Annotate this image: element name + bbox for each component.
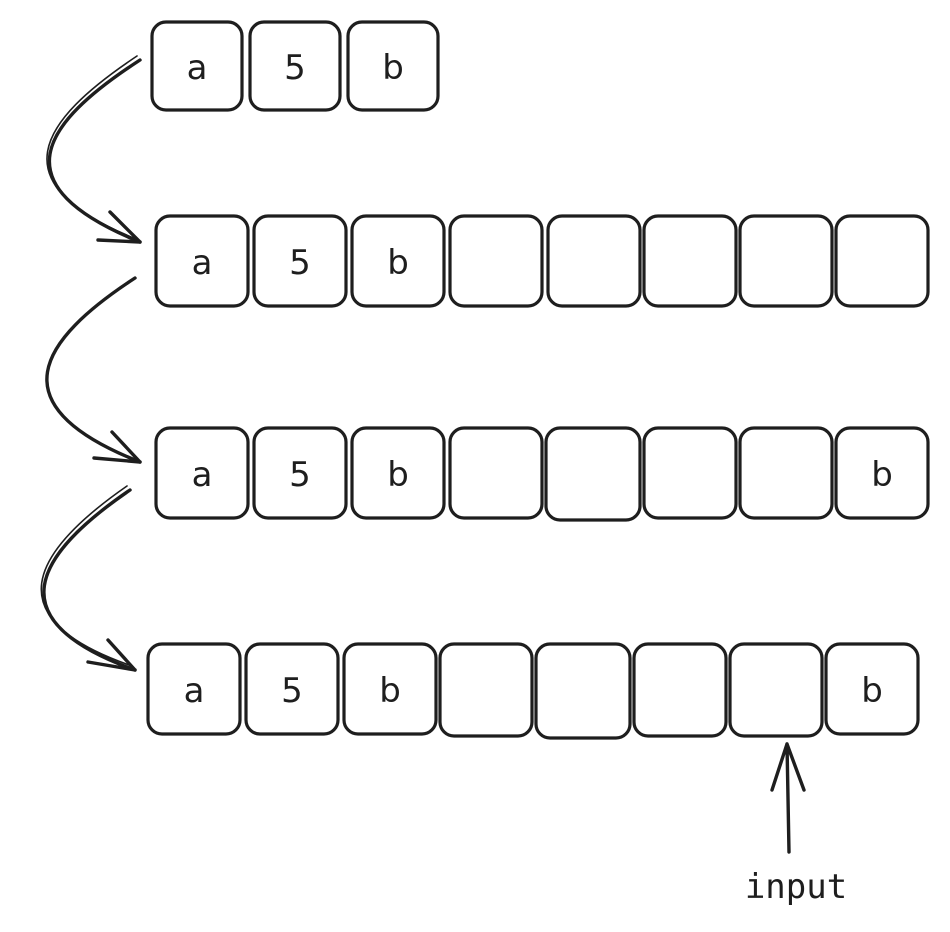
cell: 5 xyxy=(252,426,348,520)
cell-value: 5 xyxy=(284,48,306,88)
cell xyxy=(546,214,642,308)
cell-value: 5 xyxy=(289,243,311,283)
cell-value: a xyxy=(184,671,205,711)
cell: a xyxy=(146,642,242,736)
cell: b xyxy=(346,20,440,112)
cell xyxy=(642,426,738,520)
row-3: a 5 b b xyxy=(154,426,930,522)
cell: a xyxy=(154,426,250,520)
cell-value: b xyxy=(861,671,883,711)
cell: a xyxy=(154,214,250,308)
cell: 5 xyxy=(244,642,340,736)
cell xyxy=(448,214,544,308)
cell-value: b xyxy=(382,48,404,88)
cell: b xyxy=(824,642,920,736)
cell: b xyxy=(342,642,438,736)
cell: b xyxy=(834,426,930,520)
cell-value: b xyxy=(387,455,409,495)
cell-value: a xyxy=(192,243,213,283)
cell-value: 5 xyxy=(289,455,311,495)
cell-value: a xyxy=(192,455,213,495)
cell-value: b xyxy=(387,243,409,283)
cell-value: a xyxy=(187,48,208,88)
cell xyxy=(632,642,728,738)
row-2: a 5 b xyxy=(154,214,930,308)
cell: b xyxy=(350,426,446,520)
row-1: a 5 b xyxy=(150,20,440,112)
arrow-row3-to-row4 xyxy=(40,485,137,672)
up-arrow-icon xyxy=(770,742,806,854)
cell: 5 xyxy=(252,214,348,308)
input-label: input xyxy=(745,867,847,907)
transition-arrows xyxy=(40,55,142,672)
cell: a xyxy=(150,20,244,112)
cell: b xyxy=(350,214,446,308)
row-4: a 5 b b xyxy=(146,642,920,740)
cell xyxy=(738,426,834,520)
cell xyxy=(534,642,632,740)
cell xyxy=(728,642,824,738)
input-pointer: input xyxy=(745,742,847,907)
cell xyxy=(448,426,544,520)
cell: 5 xyxy=(248,20,342,112)
cell xyxy=(738,214,834,308)
cell xyxy=(438,642,534,738)
cell-value: b xyxy=(379,671,401,711)
arrow-row2-to-row3 xyxy=(45,276,142,464)
arrow-row1-to-row2 xyxy=(46,55,142,244)
cell xyxy=(544,426,642,522)
cell-value: 5 xyxy=(281,671,303,711)
cell xyxy=(834,214,930,308)
cell xyxy=(642,214,738,308)
cell-value: b xyxy=(871,455,893,495)
